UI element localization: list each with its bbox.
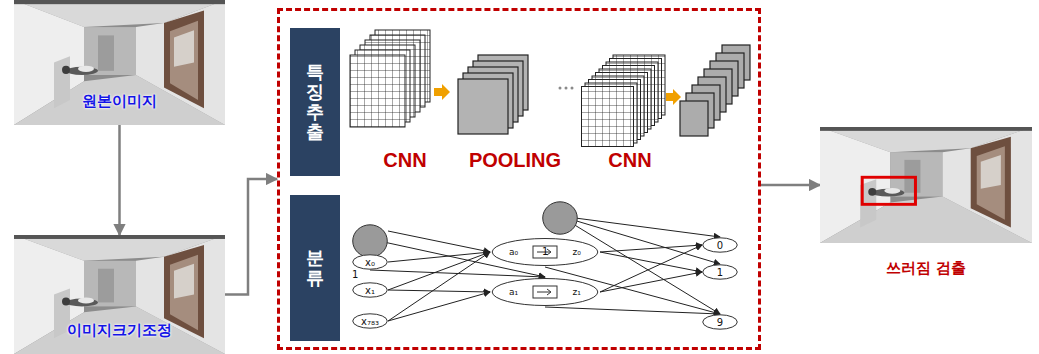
result-image: 쓰러짐 검출 [820, 127, 1032, 243]
pooling-stack [458, 55, 528, 134]
flow-arrow [225, 179, 277, 295]
cnn-stack [582, 55, 666, 147]
stage-label: CNN [383, 149, 426, 172]
neuron-label: 1 [542, 246, 548, 257]
weight-arrow [388, 252, 490, 321]
image-caption: 원본이미지 [14, 92, 225, 111]
neuron-outline [542, 200, 578, 236]
neuron-label: x₁ [365, 285, 375, 296]
cctv-photo [820, 127, 1032, 243]
neuron-circle: x₇₈₃ [352, 313, 388, 329]
weight-arrow [388, 290, 490, 292]
neuron-label: 9 [717, 317, 723, 328]
flow-arrow [761, 184, 820, 187]
neuron-circle: x₁ [352, 282, 388, 298]
step-arrow [434, 84, 450, 100]
neuron-label: a₀ [509, 247, 518, 257]
neuron-circle: 9 [702, 314, 738, 330]
weight-arrow [600, 245, 702, 292]
result-caption: 쓰러짐 검출 [820, 259, 1032, 278]
flow-arrow [118, 125, 121, 235]
stage-label: POOLING [469, 149, 561, 172]
neuron-label: 1 [352, 269, 358, 280]
weight-arrow [600, 272, 702, 292]
feature-maps [680, 45, 750, 136]
image-caption: 이미지크기조정 [14, 321, 225, 340]
neuron-label: x₇₈₃ [361, 316, 379, 327]
neuron-circle: 0 [702, 237, 738, 253]
input-image: 원본이미지 [14, 0, 225, 125]
stage-title: 분류 [306, 248, 324, 288]
weight-arrow [545, 307, 720, 314]
neuron-outline [352, 223, 388, 259]
weight-arrow [388, 292, 490, 321]
stage-band: 분류 [290, 195, 340, 341]
bias-neuron: 1 [352, 223, 388, 239]
weight-arrow [388, 252, 490, 290]
neuron-label: 1 [717, 267, 723, 278]
weight-arrow [388, 231, 490, 252]
cnn-stack [350, 30, 430, 127]
input-image: 이미지크기조정 [14, 235, 225, 354]
hidden-neuron: a₁ z₁ [490, 277, 600, 307]
weight-arrow [388, 252, 490, 262]
neuron-label: z₀ [573, 247, 581, 257]
model-region: 특징추출분류 1 x₀ x₁ x₇₈₃ a₀ z₀ a₁ z₁ 1 0 1 9 [277, 8, 761, 350]
stage-title: 특징추출 [306, 62, 324, 141]
neuron-label: a₁ [509, 287, 518, 297]
weight-arrow [560, 216, 720, 237]
neuron-label: x₀ [365, 257, 375, 268]
neuron-label: z₁ [573, 287, 581, 297]
neuron-circle: x₀ [352, 254, 388, 270]
ellipsis-dots [559, 87, 574, 90]
step-arrow [666, 89, 681, 105]
detection-box [862, 177, 915, 204]
stage-label: CNN [608, 149, 651, 172]
weight-arrow [600, 245, 702, 252]
neuron-label: 0 [717, 240, 723, 251]
neuron-circle: 1 [702, 264, 738, 280]
activation-box [532, 285, 558, 299]
stage-band: 특징추출 [290, 28, 340, 176]
bias-neuron: 1 [542, 200, 578, 216]
